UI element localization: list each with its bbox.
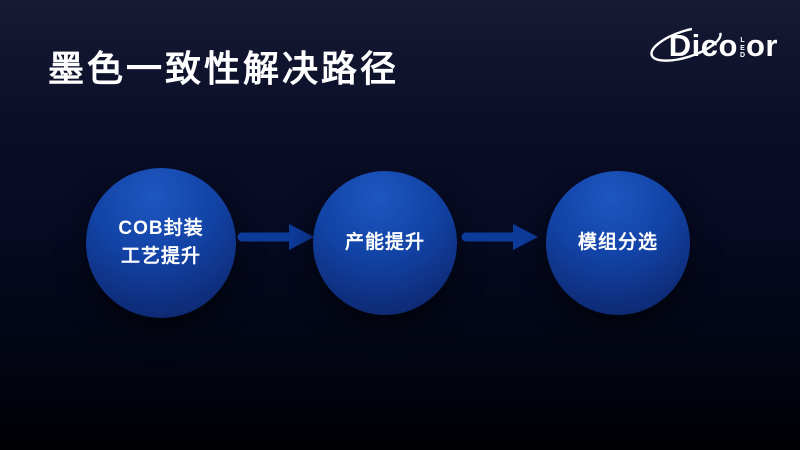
flow-step-module-sorting: 模组分选	[546, 171, 690, 315]
flow-step-label-line: COB封装	[118, 218, 204, 240]
page-title: 墨色一致性解决路径	[48, 48, 400, 89]
logo-led-letter: L	[740, 37, 745, 44]
dicolor-logo: Dico L E D or	[650, 24, 778, 66]
flow-step-cob-packaging: COB封装 工艺提升	[86, 168, 236, 318]
flow-step-label-line: 模组分选	[577, 232, 658, 254]
logo-part1: Dico	[668, 27, 738, 63]
flow-step-label-line: 产能提升	[344, 232, 425, 254]
arrow-right-icon	[237, 224, 314, 250]
flow-step-label-line: 工艺提升	[120, 246, 201, 267]
logo-led-vertical: L E D	[740, 37, 745, 60]
logo-wordmark: Dico L E D or	[669, 30, 778, 61]
arrow-right-icon	[461, 224, 538, 250]
logo-led-letter: D	[739, 52, 745, 59]
logo-led-letter: E	[740, 44, 745, 52]
logo-part2: or	[746, 27, 778, 63]
flow-step-capacity: 产能提升	[313, 171, 457, 315]
